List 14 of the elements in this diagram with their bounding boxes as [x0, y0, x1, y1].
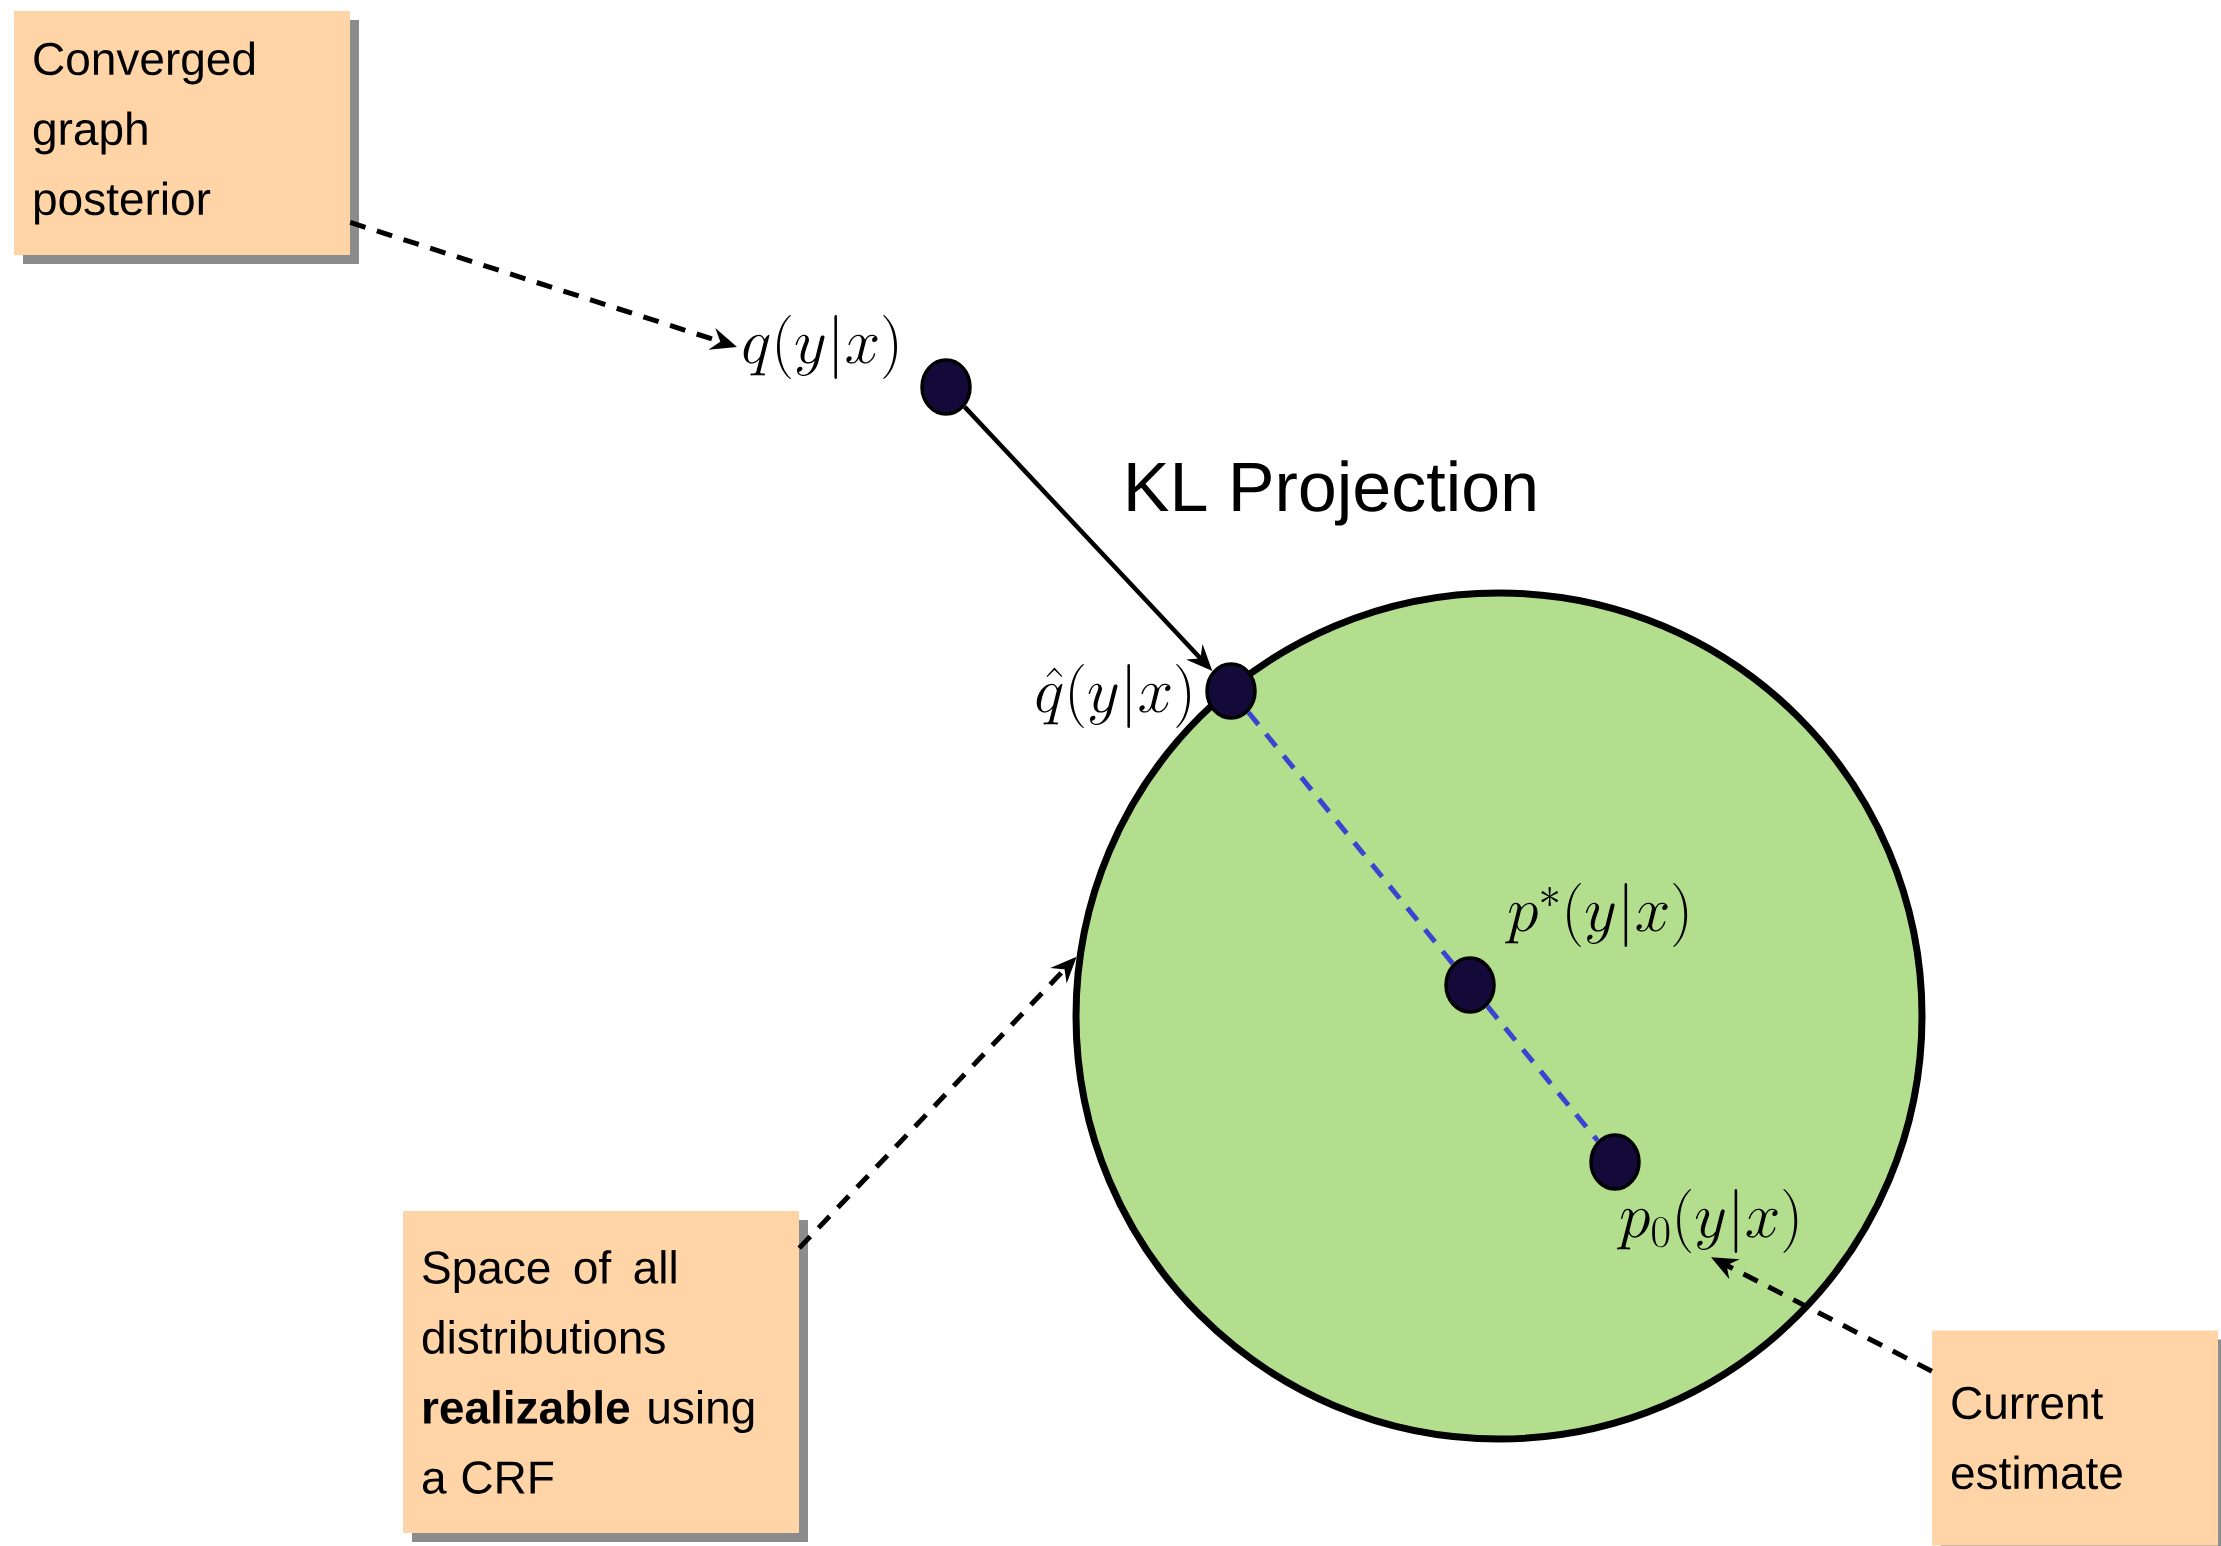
math-label: $q(y|x)$ — [743, 314, 897, 379]
point-dot — [1444, 956, 1496, 1014]
point-dot — [1205, 662, 1257, 720]
note-box: Current estimate — [1932, 1330, 2221, 1546]
math-label: $p_0(y|x)$ — [1617, 1189, 1798, 1253]
note-box: Converged graph posterior — [14, 10, 359, 264]
edge-label: KL Projection — [1119, 457, 1543, 529]
math-label: $p^*(y|x)$ — [1505, 882, 1688, 947]
point-dot — [920, 358, 972, 416]
note-box: Space of all distributions realizable using a CRF — [403, 1211, 808, 1542]
math-label: $\hat{q}(y|x)$ — [1036, 663, 1190, 728]
dashed-line — [1246, 710, 1455, 966]
point-dot — [1589, 1133, 1641, 1191]
dashed-line — [1485, 1004, 1600, 1143]
